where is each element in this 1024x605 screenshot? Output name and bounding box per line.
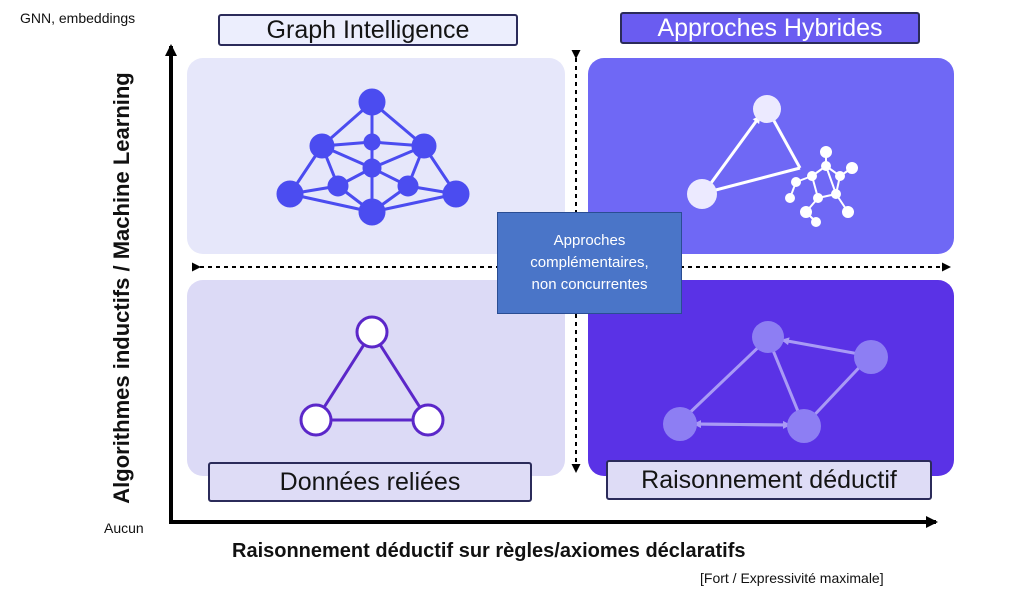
y-axis-top-label: GNN, embeddings [20, 10, 136, 26]
origin-label: Aucun [104, 520, 144, 536]
note-line-3: non concurrentes [531, 276, 648, 293]
graph-intelligence-label: Graph Intelligence [218, 14, 518, 46]
complementary-note-box: Approches complémentaires, non concurren… [497, 212, 682, 314]
graph-network-icon [276, 88, 470, 226]
x-axis-end-label: [Fort / Expressivité maximale] [700, 570, 884, 586]
y-axis-title: Algorithmes inductifs / Machine Learning [109, 72, 134, 504]
hybrid-graph-icon [687, 95, 858, 227]
deductive-reasoning-label: Raisonnement déductif [606, 460, 932, 500]
deductive-graph-icon [663, 321, 888, 443]
linked-data-label: Données reliées [208, 462, 532, 502]
x-axis-title: Raisonnement déductif sur règles/axiomes… [232, 540, 746, 562]
note-line-1: Approches [553, 232, 626, 249]
hybrid-approaches-label: Approches Hybrides [620, 12, 920, 44]
note-line-2: complémentaires, [530, 254, 649, 271]
linked-data-triangle-icon [299, 315, 445, 437]
